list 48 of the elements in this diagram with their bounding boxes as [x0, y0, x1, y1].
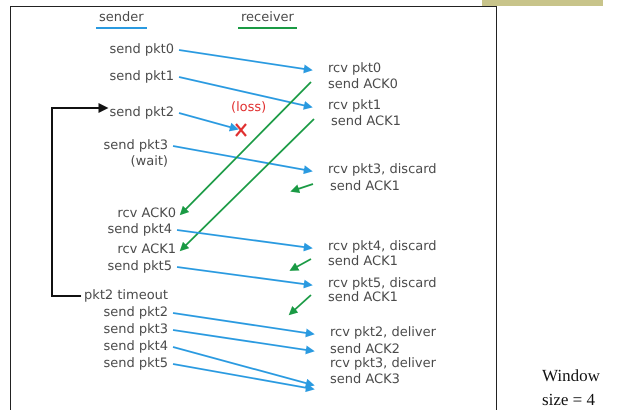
arrow [172, 329, 315, 354]
sender-event-text: send pkt3 [103, 322, 168, 338]
sender-event-text: send pkt2 [103, 305, 168, 321]
arrow [176, 229, 313, 252]
loss-label: (loss) [231, 100, 266, 116]
sender-event-text: rcv ACK0 [117, 206, 176, 222]
sender-event-text: send pkt2 [109, 105, 174, 121]
arrow [172, 346, 315, 388]
arrow [172, 312, 315, 338]
receiver-event-text: send ACK0 [328, 77, 398, 93]
receiver-event-text: rcv pkt0 [328, 61, 382, 77]
receiver-event-text: send ACK1 [331, 114, 401, 130]
sender-event-text: pkt2 timeout [84, 288, 168, 304]
receiver-event-text: rcv pkt3, discard [328, 162, 437, 178]
sender-event-text: send pkt4 [107, 222, 172, 238]
window-size-note: Window size = 4 [542, 365, 601, 410]
arrow [289, 258, 312, 271]
receiver-event-text: send ACK1 [328, 254, 398, 270]
sender-event-text: send pkt5 [107, 259, 172, 275]
receiver-event-text: rcv pkt2, deliver [330, 325, 436, 341]
arrow [176, 266, 313, 288]
arrow [290, 183, 314, 193]
receiver-heading: receiver [238, 10, 297, 29]
sender-event-text: rcv ACK1 [117, 242, 176, 258]
receiver-event-text: rcv pkt1 [328, 98, 382, 114]
sender-event-text: send pkt1 [109, 69, 174, 85]
arrow [180, 118, 315, 252]
arrow [178, 112, 239, 132]
sender-event-text: send pkt0 [109, 42, 174, 58]
receiver-event-text: send ACK1 [328, 290, 398, 306]
receiver-event-text: send ACK1 [330, 179, 400, 195]
sender-event-text: send pkt3 (wait) [102, 138, 168, 170]
arrow [178, 49, 313, 74]
receiver-event-text: send ACK2 [330, 342, 400, 358]
sender-event-text: send pkt5 [103, 356, 168, 372]
receiver-event-text: rcv pkt4, discard [328, 239, 437, 255]
loss-cross-mark [235, 123, 247, 137]
receiver-event-text: rcv pkt5, discard [328, 276, 437, 292]
arrow [180, 81, 312, 216]
arrow [172, 363, 315, 392]
arrow [178, 76, 313, 110]
timeout-arrow [51, 103, 108, 297]
sender-heading: sender [96, 10, 147, 29]
receiver-event-text: rcv pkt3, deliver [330, 356, 436, 372]
sender-event-text: send pkt4 [103, 339, 168, 355]
arrow [172, 145, 313, 174]
arrow [288, 294, 312, 316]
receiver-event-text: send ACK3 [330, 372, 400, 388]
